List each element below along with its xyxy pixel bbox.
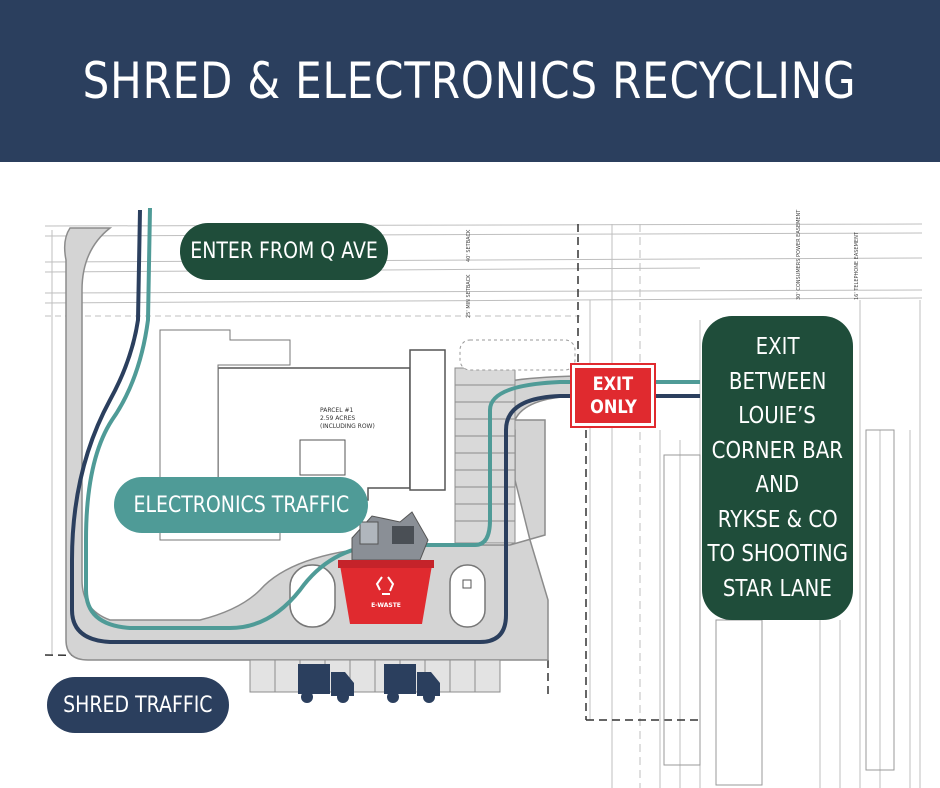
ewaste-bin: E-WASTE xyxy=(338,511,434,624)
easement-text: 40' SETBACK 25' MIN SETBACK 30' CONSUMER… xyxy=(466,209,860,318)
exit-directions-label: EXIT BETWEEN LOUIE’S CORNER BAR AND RYKS… xyxy=(702,316,853,620)
parcel-line-1: PARCEL #1 xyxy=(320,407,353,414)
recycle-icon xyxy=(375,576,395,595)
shred-traffic-label: SHRED TRAFFIC xyxy=(47,677,229,733)
enter-label: ENTER FROM Q AVE xyxy=(180,223,388,280)
setback-label-1: 40' SETBACK xyxy=(466,229,472,262)
exit-directions-line: BETWEEN xyxy=(728,368,827,395)
green-strip xyxy=(459,339,576,371)
island-left xyxy=(289,564,336,628)
exit-sign-line: EXIT xyxy=(592,372,634,395)
parcel-text: PARCEL #1 2.59 ACRES (INCLUDING ROW) xyxy=(320,407,375,430)
exit-directions-line: EXIT xyxy=(755,334,800,360)
bin-label: E-WASTE xyxy=(371,602,401,609)
exit-sign-line: ONLY xyxy=(589,395,637,418)
exit-only-sign: EXIT ONLY xyxy=(570,363,656,428)
exit-directions-line: CORNER BAR xyxy=(711,437,844,464)
truck-icon xyxy=(298,664,354,703)
exit-directions-line: LOUIE’S xyxy=(738,403,817,429)
header-banner: SHRED & ELECTRONICS RECYCLING xyxy=(0,0,940,162)
exit-directions-line: STAR LANE xyxy=(723,575,832,602)
telephone-easement-label: 16' TELEPHONE EASEMENT xyxy=(854,231,860,300)
parcel-line-3: (INCLUDING ROW) xyxy=(320,423,375,430)
power-easement-label: 30' CONSUMERS POWER EASEMENT xyxy=(796,209,802,300)
exit-directions-line: RYKSE & CO xyxy=(717,506,838,533)
exit-directions-line: AND xyxy=(755,472,800,498)
setback-label-2: 25' MIN SETBACK xyxy=(466,274,472,318)
electronics-route-line xyxy=(84,207,700,630)
building-annex xyxy=(409,349,446,491)
shred-route-line xyxy=(70,209,700,644)
plan-linework xyxy=(44,223,923,788)
neighbor-buildings xyxy=(663,429,895,786)
island-right xyxy=(449,564,486,628)
parcel-line-2: 2.59 ACRES xyxy=(320,415,355,422)
entry-canopy xyxy=(299,439,346,476)
electronics-traffic-label: ELECTRONICS TRAFFIC xyxy=(114,477,368,533)
truck-icon xyxy=(384,664,440,703)
page-title: SHRED & ELECTRONICS RECYCLING xyxy=(83,52,857,110)
site-plan-map: PARCEL #1 2.59 ACRES (INCLUDING ROW) 40'… xyxy=(44,207,923,788)
exit-directions-line: TO SHOOTING xyxy=(707,541,848,567)
